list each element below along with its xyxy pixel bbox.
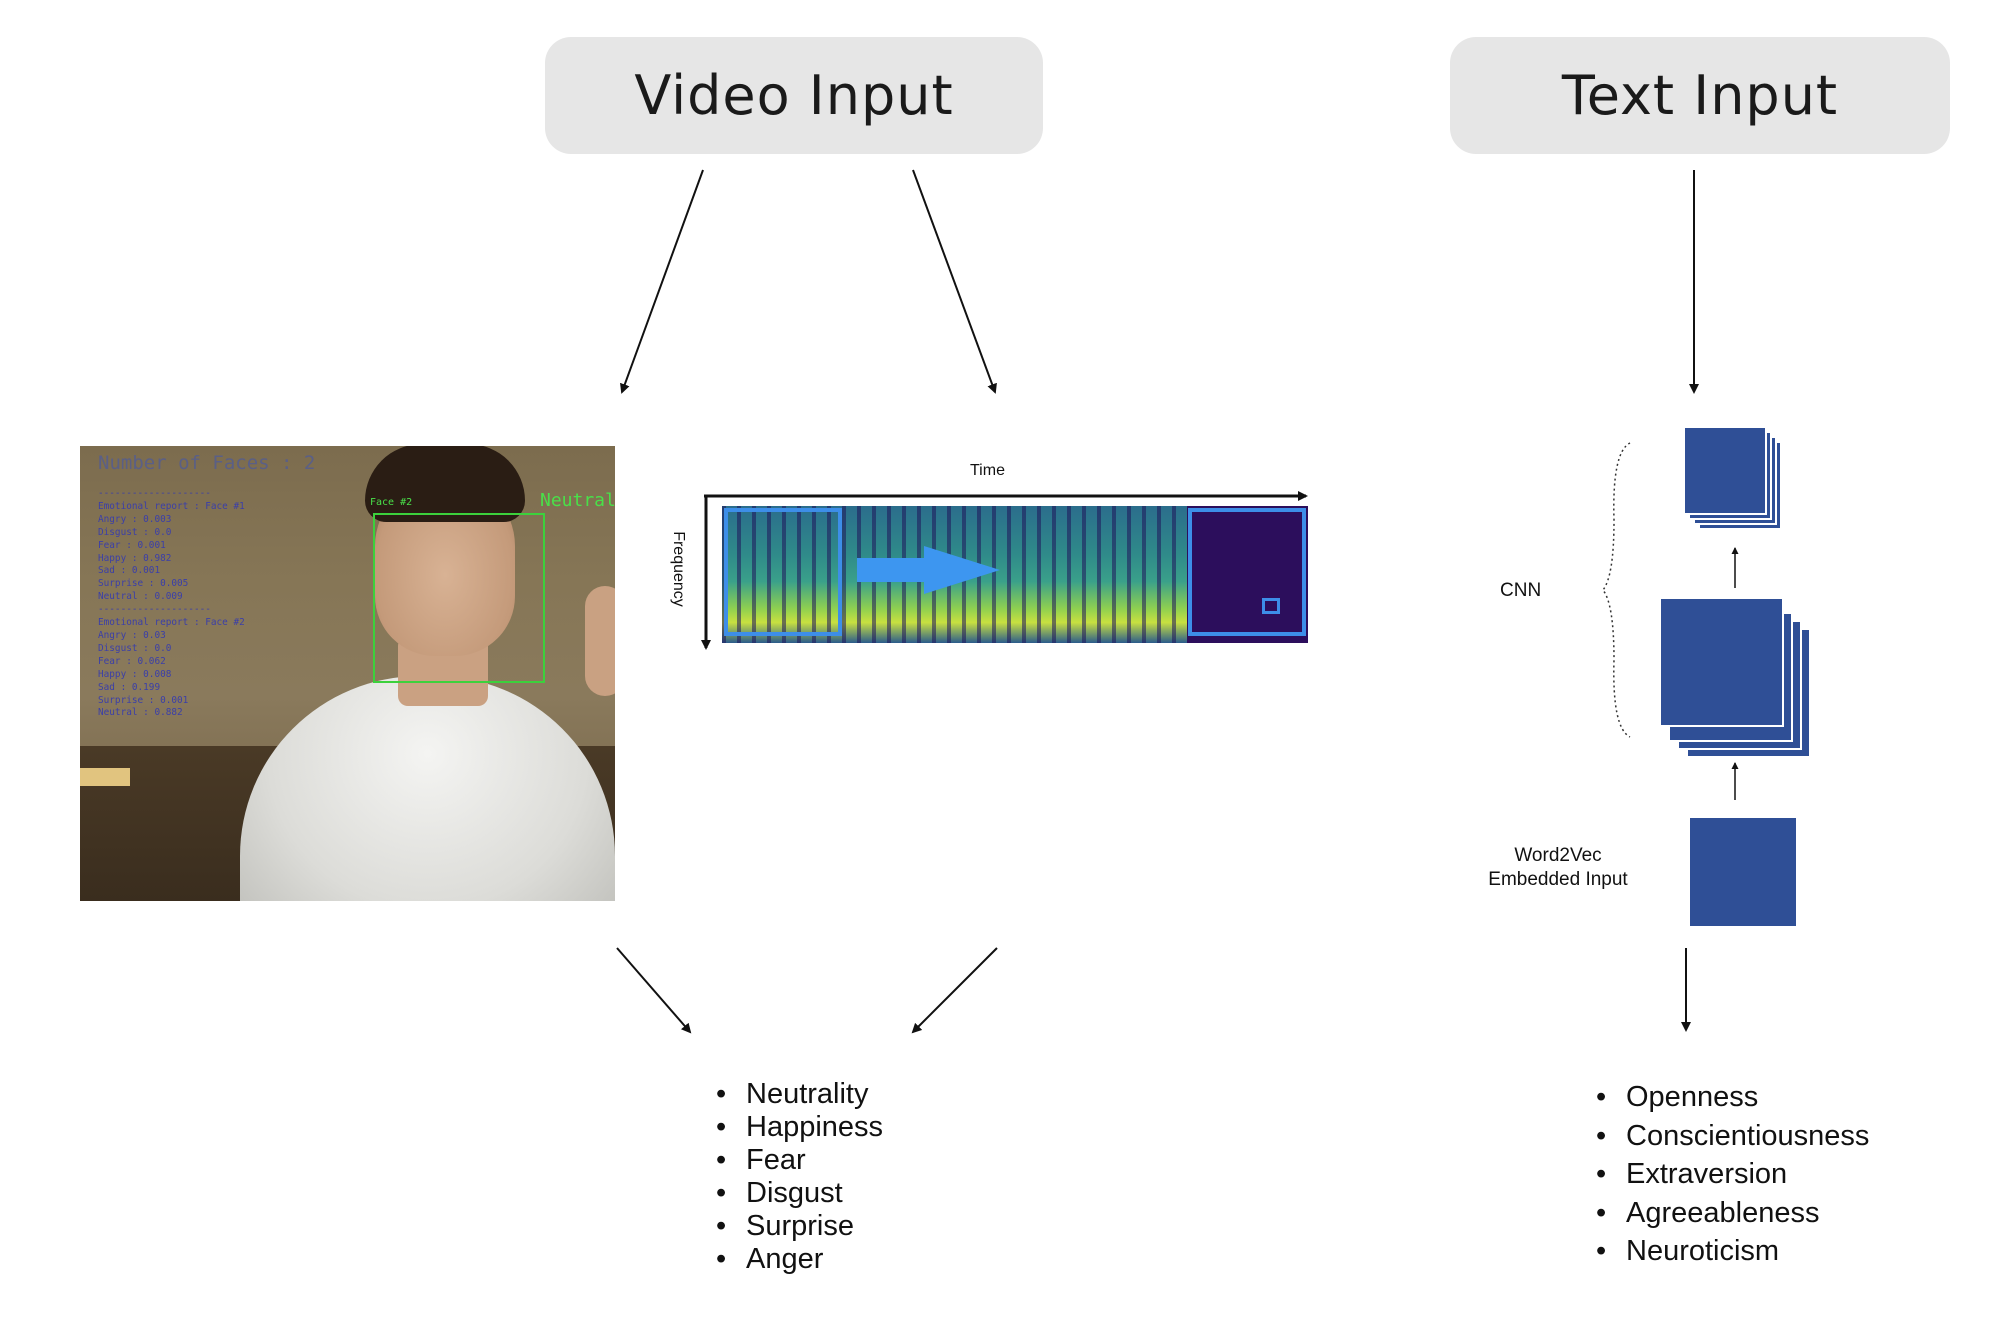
embedding-label-line2: Embedded Input	[1488, 869, 1628, 890]
report-line: Angry : 0.003	[98, 513, 172, 525]
frequency-axis-label: Frequency	[669, 531, 687, 607]
cnn-middle-layer	[1659, 597, 1784, 727]
report-line: Emotional report : Face #1	[98, 500, 245, 512]
list-item: Agreeableness	[1596, 1194, 1869, 1233]
report-line: Sad : 0.001	[98, 565, 161, 577]
text-input-label: Text Input	[1561, 64, 1839, 127]
report-line: Disgust : 0.0	[98, 526, 172, 538]
list-item: Neutrality	[716, 1078, 883, 1111]
video-input-header: Video Input	[545, 37, 1043, 154]
video-input-label: Video Input	[634, 64, 954, 127]
list-item: Neuroticism	[1596, 1232, 1869, 1271]
arrow-video-to-face	[620, 169, 704, 394]
window-highlight-end	[1188, 508, 1306, 636]
arrow-spectrogram-to-emotions	[911, 947, 998, 1034]
face-detection-image: Face #2 Neutral Number of Faces : 2 ----…	[80, 446, 615, 901]
report-line: Disgust : 0.0	[98, 642, 172, 654]
list-item: Conscientiousness	[1596, 1117, 1869, 1156]
face-tag: Face #2	[370, 497, 413, 508]
report-line: Sad : 0.199	[98, 681, 161, 693]
list-item: Surprise	[716, 1210, 883, 1243]
list-item: Disgust	[716, 1177, 883, 1210]
time-axis-label: Time	[970, 462, 1005, 479]
embedding-label-line1: Word2Vec	[1514, 845, 1602, 866]
arrow-video-to-spectrogram	[912, 169, 997, 394]
report-line: Surprise : 0.005	[98, 578, 189, 590]
report-line: Angry : 0.03	[98, 629, 166, 641]
list-item: Extraversion	[1596, 1155, 1869, 1194]
cnn-label: CNN	[1500, 580, 1542, 601]
emotion-output-list: Neutrality Happiness Fear Disgust Surpri…	[716, 1078, 883, 1276]
text-input-header: Text Input	[1450, 37, 1950, 154]
cnn-top-layer	[1683, 426, 1767, 515]
spectrogram-image	[722, 506, 1308, 643]
embedding-label: Word2Vec Embedded Input	[1478, 844, 1638, 892]
personality-output-list: Openness Conscientiousness Extraversion …	[1596, 1078, 1869, 1271]
sliding-window-arrow	[857, 546, 1000, 594]
window-highlight-mini	[1262, 598, 1280, 614]
cnn-input-layer	[1688, 816, 1798, 928]
report-line: Fear : 0.001	[98, 539, 166, 551]
raised-hand	[585, 586, 615, 696]
lamp	[80, 768, 130, 786]
report-line: Fear : 0.062	[98, 655, 166, 667]
report-line: Surprise : 0.001	[98, 694, 189, 706]
list-item: Happiness	[716, 1111, 883, 1144]
faces-count: Number of Faces : 2	[98, 452, 316, 474]
emotion-report: --------------------Emotional report : F…	[98, 488, 245, 719]
list-item: Anger	[716, 1243, 883, 1276]
report-line: Happy : 0.008	[98, 668, 172, 680]
cnn-brace	[1602, 442, 1631, 738]
list-item: Openness	[1596, 1078, 1869, 1117]
report-line: Happy : 0.982	[98, 552, 172, 564]
detected-emotion-label: Neutral	[540, 490, 615, 511]
person-shirt	[240, 676, 615, 901]
arrow-face-to-emotions	[616, 947, 692, 1034]
list-item: Fear	[716, 1144, 883, 1177]
window-highlight-start	[724, 508, 842, 636]
report-line: Neutral : 0.009	[98, 591, 183, 603]
face-bounding-box	[373, 513, 545, 683]
report-line: Emotional report : Face #2	[98, 617, 245, 629]
report-line: Neutral : 0.882	[98, 707, 183, 719]
